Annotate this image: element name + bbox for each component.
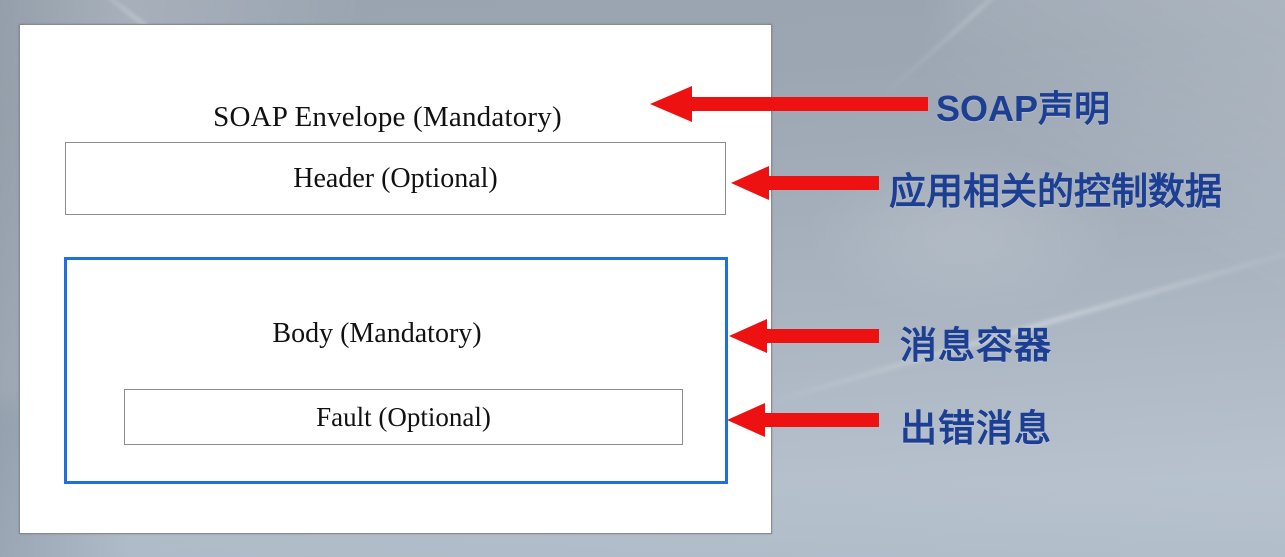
annotation-message-container: 消息容器 (900, 325, 1052, 366)
soap-fault-box: Fault (Optional) (124, 389, 683, 445)
soap-fault-label: Fault (Optional) (316, 401, 491, 432)
annotation-control-data: 应用相关的控制数据 (889, 171, 1222, 212)
annotation-soap-declaration: SOAP声明 (936, 88, 1111, 129)
soap-envelope-panel: SOAP Envelope (Mandatory) Header (Option… (19, 24, 772, 534)
soap-body-box: Body (Mandatory) Fault (Optional) (64, 257, 728, 484)
soap-header-label: Header (Optional) (293, 162, 498, 194)
annotation-fault-message: 出错消息 (900, 408, 1052, 449)
soap-body-label: Body (Mandatory) (272, 318, 482, 349)
soap-header-box: Header (Optional) (65, 142, 726, 215)
soap-envelope-label: SOAP Envelope (Mandatory) (213, 101, 562, 133)
